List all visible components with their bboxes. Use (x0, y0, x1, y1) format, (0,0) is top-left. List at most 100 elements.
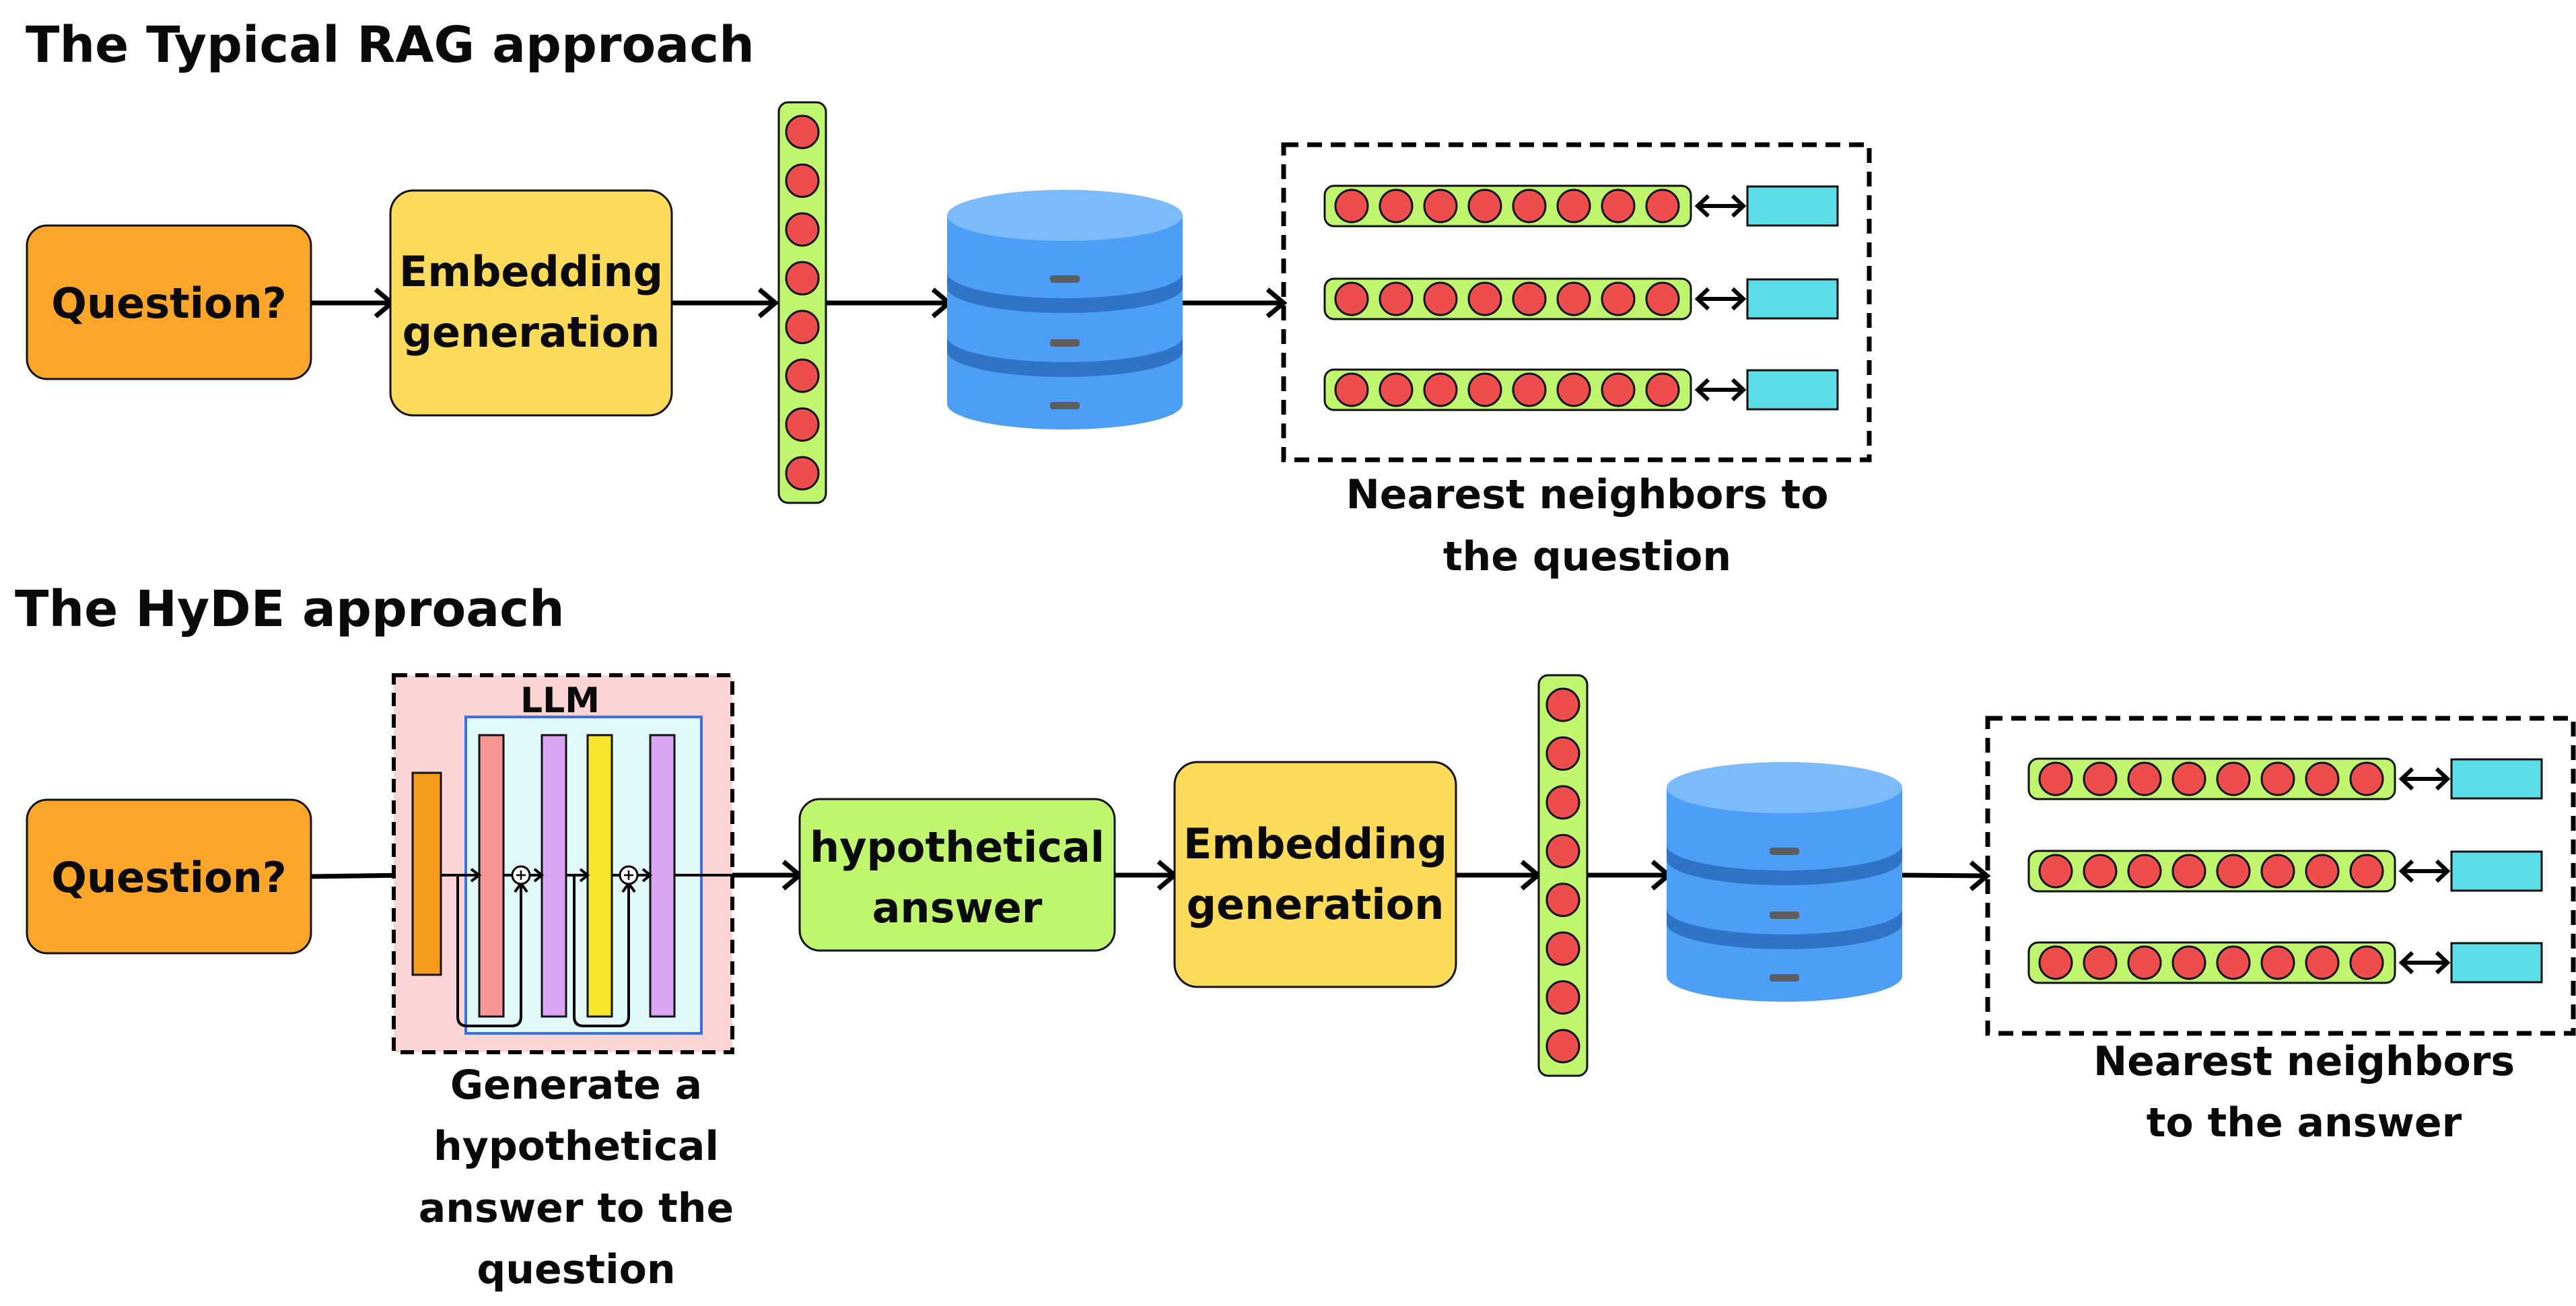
llm-label: LLM (520, 681, 600, 721)
neighbor-dot (2083, 945, 2118, 980)
vector-dot (1545, 931, 1580, 966)
neighbor-dot (1467, 281, 1502, 316)
hyde-section-title: The HyDE approach (15, 580, 565, 638)
llm-layer-input (411, 771, 442, 976)
vector-dot (785, 310, 820, 345)
neighbor-row (1323, 368, 1839, 411)
neighbor-dot (1423, 188, 1458, 224)
neighbor-dot (1512, 188, 1547, 224)
neighbor-dot (1556, 281, 1591, 316)
neighbor-document (2450, 850, 2543, 892)
vector-dot (1545, 785, 1580, 820)
hyde-question-label: Question? (51, 853, 286, 902)
database-band (1667, 845, 1902, 885)
neighbor-dot (1645, 188, 1680, 224)
neighbor-dot (1645, 372, 1680, 407)
neighbor-dot (2260, 854, 2295, 889)
llm-block: LLM (392, 673, 734, 1054)
rag-database-icon (947, 190, 1183, 429)
neighbor-vector-bar (2027, 941, 2396, 984)
neighbor-dot (1423, 281, 1458, 316)
database-body (947, 215, 1183, 429)
neighbor-dot (2038, 761, 2073, 796)
llm-layer-3 (586, 734, 613, 1018)
hyde-arrow-6 (1902, 872, 1986, 879)
neighbor-row (2027, 850, 2543, 893)
database-slot (1770, 912, 1799, 919)
neighbor-dot (2349, 854, 2384, 889)
vector-dot (785, 163, 820, 198)
hyde-caption-1: Nearest neighbors (2093, 1038, 2515, 1085)
hyde-caption-2: to the answer (2147, 1099, 2462, 1146)
neighbor-dot (1601, 372, 1636, 407)
rag-question-label: Question? (51, 279, 286, 328)
neighbor-dot (1334, 372, 1369, 407)
vector-bar (777, 101, 827, 504)
hyde-embedding-box (1173, 761, 1457, 988)
vector-dot (1545, 883, 1580, 918)
neighbor-document (1746, 369, 1839, 411)
llm-residual-1 (456, 875, 522, 1027)
vector-bar (1537, 674, 1589, 1077)
vector-dot (785, 407, 820, 442)
neighbor-document (2450, 758, 2543, 800)
neighbor-dot (1423, 372, 1458, 407)
llm-caption-2: hypothetical (433, 1123, 719, 1170)
rag-neighbor-rows (1323, 184, 1839, 411)
double-arrow-icon (1694, 378, 1747, 402)
vector-dot (1545, 736, 1580, 771)
neighbor-dot (1467, 188, 1502, 224)
neighbor-dot (2305, 854, 2340, 889)
neighbor-dot (2127, 854, 2162, 889)
hyde-embedding-label-2: generation (1187, 880, 1444, 929)
database-slot (1770, 848, 1799, 855)
neighbor-dot (1467, 372, 1502, 407)
rag-embedding-label-2: generation (403, 308, 660, 357)
neighbor-document (1746, 278, 1839, 320)
neighbor-vector-bar (1323, 277, 1692, 320)
neighbor-dot (2083, 761, 2118, 796)
llm-layer-4 (649, 734, 676, 1018)
neighbor-dot (2260, 945, 2295, 980)
llm-residual-2 (573, 875, 630, 1027)
neighbor-vector-bar (2027, 757, 2396, 800)
vector-dot (1545, 833, 1580, 868)
neighbor-vector-bar (2027, 850, 2396, 893)
hyde-neighbor-rows (2027, 757, 2543, 984)
llm-caption-1: Generate a (450, 1062, 702, 1109)
double-arrow-icon (1694, 287, 1747, 311)
database-band (1667, 909, 1902, 949)
database-slot (1050, 275, 1080, 283)
hypothetical-label-2: answer (872, 883, 1043, 932)
double-arrow-icon (2398, 951, 2451, 975)
database-top (947, 190, 1183, 241)
neighbor-dot (1379, 372, 1414, 407)
neighbor-dot (2127, 761, 2162, 796)
rag-neighbors-frame (1281, 142, 1872, 462)
database-top (1667, 762, 1902, 813)
rag-caption-1: Nearest neighbors to (1346, 471, 1829, 518)
neighbor-row (1323, 184, 1839, 228)
database-band (947, 337, 1183, 377)
rag-embedding-box (389, 189, 673, 417)
neighbor-row (2027, 757, 2543, 800)
neighbor-dot (1334, 281, 1369, 316)
database-slot (1050, 402, 1080, 409)
double-arrow-icon (1694, 194, 1747, 218)
neighbor-dot (1556, 372, 1591, 407)
rag-embedding-vector-icon (777, 101, 827, 504)
neighbor-dot (2171, 945, 2206, 980)
database-slot (1770, 974, 1799, 982)
rag-section-title: The Typical RAG approach (26, 16, 755, 74)
vector-dot (1545, 980, 1580, 1015)
neighbor-document (2450, 942, 2543, 984)
neighbor-row (2027, 941, 2543, 984)
vector-dot (785, 261, 820, 296)
neighbor-dot (2349, 761, 2384, 796)
neighbor-dot (2216, 945, 2251, 980)
neighbor-dot (1379, 188, 1414, 224)
neighbor-dot (2083, 854, 2118, 889)
neighbor-vector-bar (1323, 368, 1692, 411)
neighbor-dot (2038, 854, 2073, 889)
